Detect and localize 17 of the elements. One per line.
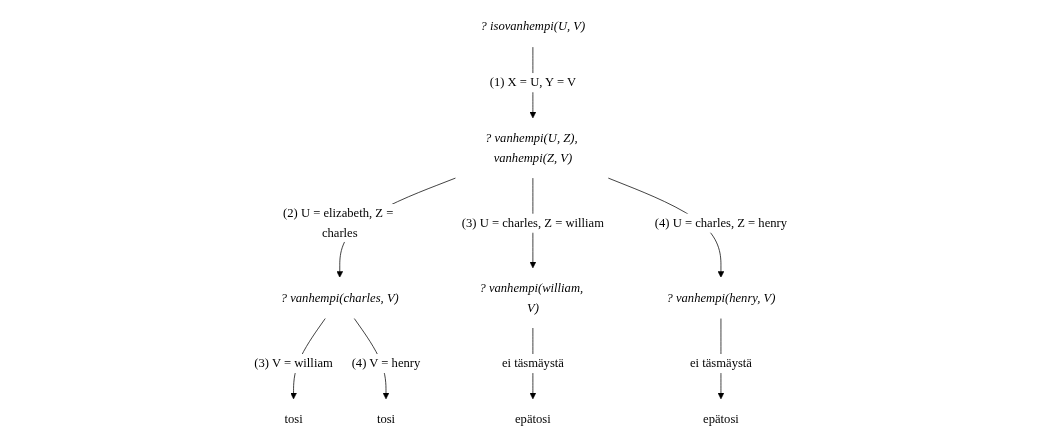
edge-label: ei täsmäystä (689, 356, 752, 371)
node-text: ? vanhempi(william, V) (479, 281, 584, 315)
node-text: tosi (284, 412, 303, 427)
node-text: ? isovanhempi(U, V) (480, 19, 586, 34)
edge-label: (1) X = U, Y = V (489, 75, 577, 90)
node-text: tosi (376, 412, 396, 427)
node-text: epätosi (703, 412, 739, 427)
edge-label: (2) U = elizabeth, Z = charles (283, 206, 394, 240)
node-text: ? vanhempi(U, Z), vanhempi(Z, V) (485, 131, 578, 165)
node-text: epätosi (515, 412, 551, 427)
node-text: ? vanhempi(henry, V) (666, 290, 776, 305)
edge-label: (4) V = henry (351, 356, 421, 371)
edge-label: (3) V = william (254, 356, 333, 371)
edge-label: (3) U = charles, Z = william (461, 215, 604, 230)
edge-label: (4) U = charles, Z = henry (654, 215, 788, 230)
node-text: ? vanhempi(charles, V) (280, 290, 399, 305)
edge-label: ei täsmäystä (501, 356, 564, 371)
